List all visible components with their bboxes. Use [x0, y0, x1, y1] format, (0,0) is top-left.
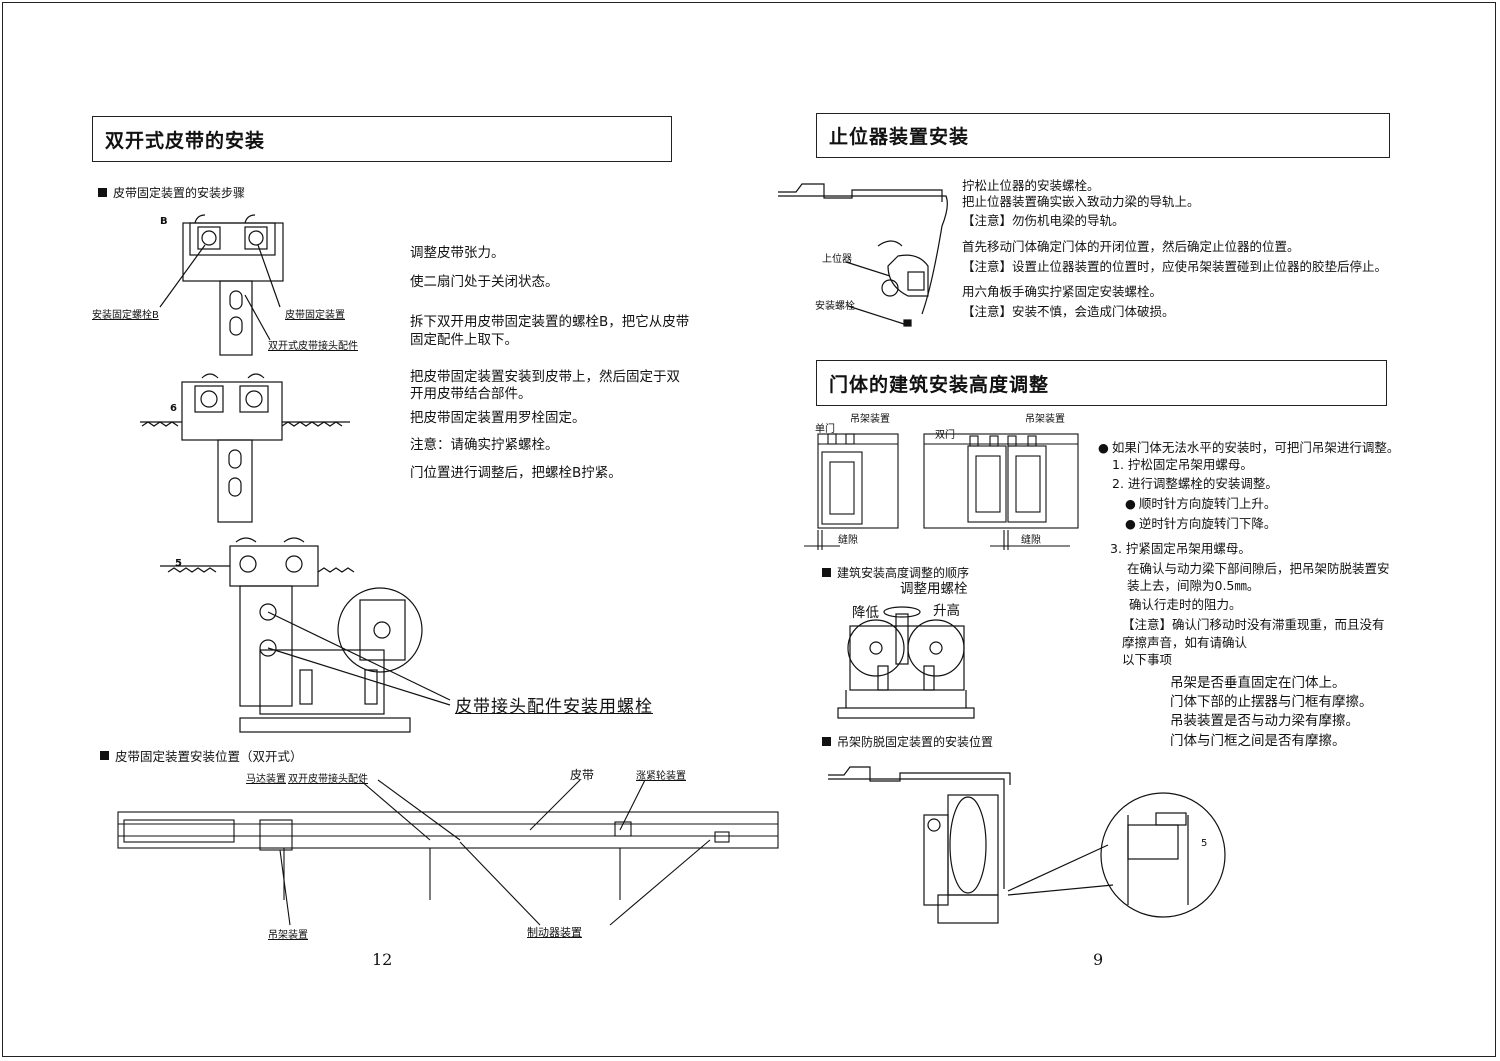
sub-heading-steps: 皮带固定装置的安装步骤 [98, 184, 245, 201]
sub-heading-text: 皮带固定装置的安装步骤 [113, 186, 246, 200]
step-label-6: 6 [170, 403, 177, 414]
stopper-line: 【注意】勿伤机电梁的导轨。 [962, 213, 1125, 228]
door-hanger-figure [804, 433, 1079, 550]
adjust-line: 2. 进行调整螺栓的安装调整。 [1112, 476, 1278, 491]
adjust-line: 确认行走时的阻力。 [1129, 597, 1242, 612]
sub-heading-text: 建筑安装高度调整的顺序 [837, 566, 970, 580]
label-hanger-a: 吊架装置 [850, 414, 890, 425]
instruction-line: 把皮带固定装置用罗栓固定。 [410, 410, 586, 426]
label-hanger-unit: 吊架装置 [268, 930, 308, 941]
stopper-figure [778, 183, 948, 327]
label-lower: 降低 [852, 605, 879, 621]
adjust-line: 摩擦声音，如有请确认 [1122, 635, 1248, 650]
page-number-right: 9 [1093, 950, 1104, 969]
label-belt: 皮带 [570, 768, 595, 782]
sub-heading-adjust-order: 建筑安装高度调整的顺序 [822, 564, 969, 581]
instruction-line: 调整皮带张力。 [410, 245, 505, 261]
section-title-stopper: 止位器装置安装 [816, 113, 1390, 158]
label-double-door: 双门 [935, 430, 955, 441]
label-joint-bolt: 皮带接头配件安装用螺栓 [455, 697, 653, 717]
adjust-line: 如果门体无法水平的安装时，可把门吊架进行调整。 [1098, 440, 1400, 455]
step-label-5: 5 [175, 558, 182, 569]
stopper-line: 用六角板手确实拧紧固定安装螺栓。 [962, 284, 1163, 299]
label-motor-unit: 马达装置 [246, 774, 286, 785]
check-line: 门体与门框之间是否有摩擦。 [1170, 733, 1346, 749]
section-title-height-adjust: 门体的建筑安装高度调整 [816, 360, 1387, 406]
step-label-b: B [160, 216, 168, 227]
sub-heading-text: 吊架防脱固定装置的安装位置 [837, 735, 994, 749]
adjust-line: 3. 拧紧固定吊架用螺母。 [1110, 541, 1251, 556]
square-bullet-icon [822, 568, 831, 577]
stopper-line: 把止位器装置确实嵌入致动力梁的导轨上。 [962, 194, 1200, 209]
adjust-line: 顺时针方向旋转门上升。 [1125, 496, 1277, 511]
belt-joint-assembly-figure-5 [160, 537, 451, 733]
instruction-line: 拆下双开用皮带固定装置的螺栓B，把它从皮带 [410, 314, 690, 330]
instruction-line: 把皮带固定装置安装到皮带上，然后固定于双 [410, 369, 680, 385]
belt-fixture-figure-b [159, 214, 284, 356]
label-raise: 升高 [933, 603, 960, 619]
stopper-line: 拧松止位器的安装螺栓。 [962, 178, 1100, 193]
section-title-text: 止位器装置安装 [829, 126, 970, 148]
sub-heading-anti-derail: 吊架防脱固定装置的安装位置 [822, 733, 993, 750]
adjust-line: 在确认与动力梁下部间隙后，把吊架防脱装置安 [1127, 561, 1390, 576]
adjust-line: 以下事项 [1122, 652, 1173, 667]
label-single-door: 单门 [815, 424, 835, 435]
instruction-line: 固定配件上取下。 [410, 332, 518, 348]
label-belt-joint: 双开式皮带接头配件 [268, 341, 358, 352]
hanger-adjust-figure [837, 606, 975, 719]
anti-derail-figure [828, 766, 1226, 924]
label-belt-fixture: 皮带固定装置 [285, 310, 345, 321]
label-mount-bolt: 安装螺栓 [815, 301, 855, 312]
belt-fixture-figure-6 [140, 373, 350, 523]
square-bullet-icon [100, 751, 109, 760]
sub-heading-text: 皮带固定装置安装位置（双开式） [115, 749, 303, 764]
label-brake-unit: 制动器装置 [527, 926, 582, 939]
label-gap-a: 缝隙 [838, 535, 858, 546]
check-line: 吊架是否垂直固定在门体上。 [1170, 675, 1346, 691]
check-line: 吊装装置是否与动力梁有摩擦。 [1170, 713, 1359, 729]
check-line: 门体下部的止摆器与门框有摩擦。 [1170, 694, 1373, 710]
section-title-text: 双开式皮带的安装 [105, 129, 266, 152]
label-5: 5 [1201, 838, 1208, 849]
label-hanger-b: 吊架装置 [1025, 414, 1065, 425]
adjust-line: 【注意】确认门移动时没有滞重现重，而且没有 [1122, 617, 1385, 632]
page-number-left: 12 [372, 950, 393, 969]
stopper-line: 【注意】设置止位器装置的位置时，应使吊架装置碰到止位器的胶垫后停止。 [962, 259, 1388, 274]
adjust-line: 逆时针方向旋转门下降。 [1125, 516, 1277, 531]
label-bolt-b: 安装固定螺栓B [92, 310, 159, 321]
adjust-line: 1. 拧松固定吊架用螺母。 [1112, 457, 1253, 472]
square-bullet-icon [822, 737, 831, 746]
label-stopper: 上位器 [822, 254, 852, 265]
label-adjust-bolt: 调整用螺栓 [900, 581, 968, 597]
section-title-text: 门体的建筑安装高度调整 [829, 373, 1050, 396]
label-belt-joint-2: 双开皮带接头配件 [288, 774, 368, 785]
label-gap-b: 缝隙 [1021, 535, 1041, 546]
label-tensioner: 涨紧轮装置 [636, 771, 686, 782]
sub-heading-position: 皮带固定装置安装位置（双开式） [100, 746, 303, 765]
stopper-line: 首先移动门体确定门体的开闭位置，然后确定止位器的位置。 [962, 239, 1300, 254]
instruction-line: 使二扇门处于关闭状态。 [410, 274, 559, 290]
stopper-line: 【注意】安装不慎，会造成门体破损。 [962, 304, 1175, 319]
rail-diagram [117, 779, 779, 926]
instruction-line: 门位置进行调整后，把螺栓B拧紧。 [410, 465, 622, 481]
instruction-line: 开用皮带结合部件。 [410, 386, 532, 402]
square-bullet-icon [98, 188, 107, 197]
instruction-line: 注意：请确实拧紧螺栓。 [410, 437, 559, 453]
section-title-belt-install: 双开式皮带的安装 [92, 116, 672, 162]
adjust-line: 装上去，间隙为0.5㎜。 [1127, 578, 1260, 593]
